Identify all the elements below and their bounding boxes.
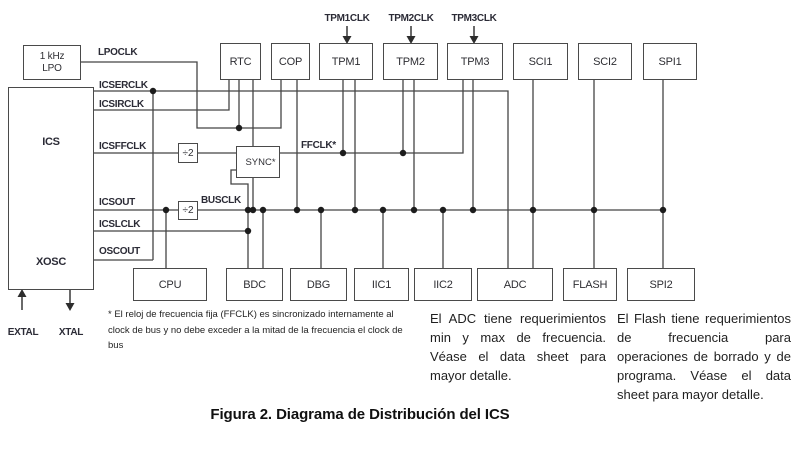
box-spi2: SPI2 (627, 268, 695, 301)
box-cpu: CPU (133, 268, 207, 301)
label-icserclk: ICSERCLK (99, 80, 148, 91)
footnote-ffclk: * El reloj de frecuencia fija (FFCLK) es… (108, 309, 403, 351)
box-bdc: BDC (226, 268, 283, 301)
wire-sync-feed (230, 169, 249, 268)
box-lpo: 1 kHz LPO (23, 45, 81, 80)
lpo-line2: LPO (42, 62, 62, 74)
box-ics (8, 87, 94, 290)
label-tpm2clk: TPM2CLK (388, 13, 434, 24)
label-ffclk: FFCLK* (301, 140, 336, 151)
box-adc: ADC (477, 268, 553, 301)
box-sci1: SCI1 (513, 43, 568, 80)
label-icsffclk: ICSFFCLK (99, 141, 147, 152)
label-tpm3clk: TPM3CLK (451, 13, 497, 24)
box-iic1: IIC1 (354, 268, 409, 301)
xosc-label: XOSC (36, 256, 66, 268)
box-tpm2: TPM2 (383, 43, 438, 80)
box-flash: FLASH (563, 268, 617, 301)
extal-arrowhead (17, 289, 27, 297)
box-cop: COP (271, 43, 310, 80)
box-tpm3: TPM3 (447, 43, 503, 80)
lpo-line1: 1 kHz (39, 50, 65, 62)
ics-label: ICS (42, 136, 60, 148)
box-sci2: SCI2 (578, 43, 632, 80)
label-tpm1clk: TPM1CLK (324, 13, 370, 24)
block-div2-upper: ÷2 (178, 143, 198, 163)
wire-icserclk (94, 90, 509, 268)
box-iic2: IIC2 (414, 268, 472, 301)
note-flash: El Flash tiene requerimientos de frecuen… (617, 311, 791, 402)
label-icsout: ICSOUT (99, 197, 135, 208)
box-tpm1: TPM1 (319, 43, 373, 80)
label-busclk: BUSCLK (201, 195, 241, 206)
box-spi1: SPI1 (643, 43, 697, 80)
box-dbg: DBG (290, 268, 347, 301)
box-rtc: RTC (220, 43, 261, 80)
xtal-arrowhead (65, 303, 75, 311)
label-extal: EXTAL (7, 327, 39, 338)
label-oscout: OSCOUT (99, 246, 140, 257)
block-div2-lower: ÷2 (178, 201, 198, 220)
junction-dots (149, 87, 667, 235)
label-lpoclk: LPOCLK (98, 47, 138, 58)
note-adc: El ADC tiene requerimientos min y max de… (430, 311, 606, 383)
label-icslclk: ICSLCLK (99, 219, 141, 230)
label-icsirclk: ICSIRCLK (99, 99, 144, 110)
label-xtal: XTAL (58, 327, 84, 338)
figure-caption: Figura 2. Diagrama de Distribución del I… (210, 406, 510, 423)
block-sync: SYNC* (236, 146, 280, 178)
